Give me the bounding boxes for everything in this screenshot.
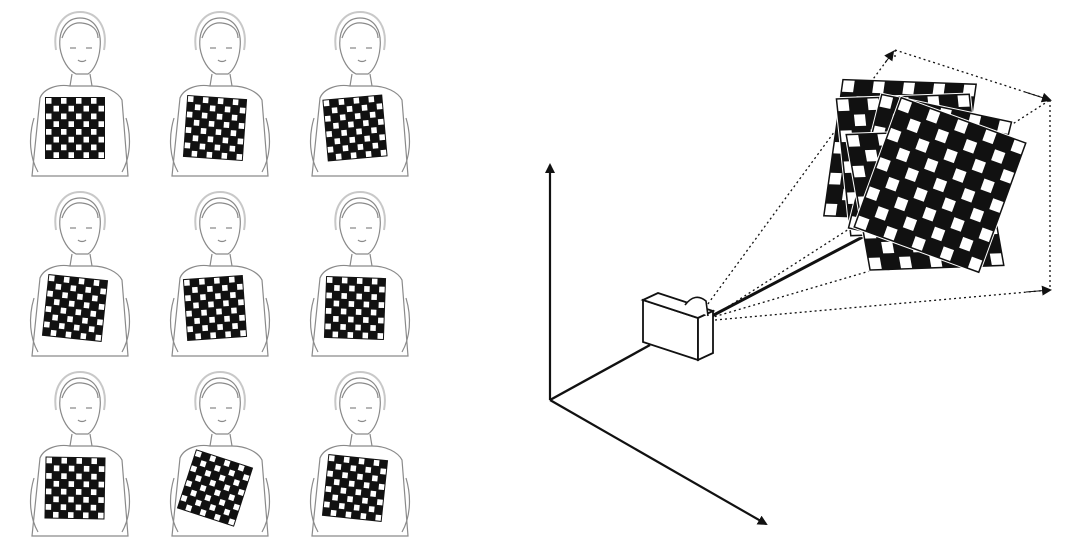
frustum-arrow-top — [1024, 91, 1052, 103]
checkerboard — [45, 97, 105, 159]
checkerboard — [44, 456, 106, 520]
calibration-view — [309, 370, 411, 537]
calibration-view — [29, 370, 131, 537]
checkerboard — [176, 449, 254, 527]
person-sketch — [29, 10, 131, 177]
person-sketch — [309, 370, 411, 537]
calibration-view — [29, 190, 131, 357]
depth-axis — [549, 399, 768, 525]
calibration-view — [169, 190, 271, 357]
calibration-view — [169, 370, 271, 537]
camera-body — [640, 292, 716, 362]
frustum-arrow-bottom — [1025, 285, 1052, 296]
calibration-image-grid — [0, 0, 430, 560]
checkerboard — [182, 94, 248, 162]
calibration-view — [29, 10, 131, 177]
calibration-view — [309, 190, 411, 357]
person-sketch — [169, 370, 271, 537]
calibration-view — [169, 10, 271, 177]
person-sketch — [309, 10, 411, 177]
checkerboard — [321, 454, 389, 522]
calibration-image-grid-canvas — [29, 10, 411, 537]
person-sketch — [29, 190, 131, 357]
camera-lens — [684, 296, 709, 317]
checkerboard — [182, 274, 248, 342]
person-sketch — [169, 190, 271, 357]
camera-scene-diagram — [430, 0, 1077, 560]
camera-to-origin-line — [549, 343, 651, 402]
stacked-checkerboard — [851, 95, 1029, 275]
person-sketch — [29, 370, 131, 537]
checkerboard — [41, 274, 109, 342]
frustum-arrow-left — [884, 50, 895, 64]
person-sketch — [309, 190, 411, 357]
checkerboard — [322, 94, 388, 162]
camera-scene-canvas — [545, 49, 1052, 525]
checkerboard — [323, 275, 387, 341]
checkerboard-stack — [821, 77, 1029, 275]
person-sketch — [169, 10, 271, 177]
calibration-view — [309, 10, 411, 177]
